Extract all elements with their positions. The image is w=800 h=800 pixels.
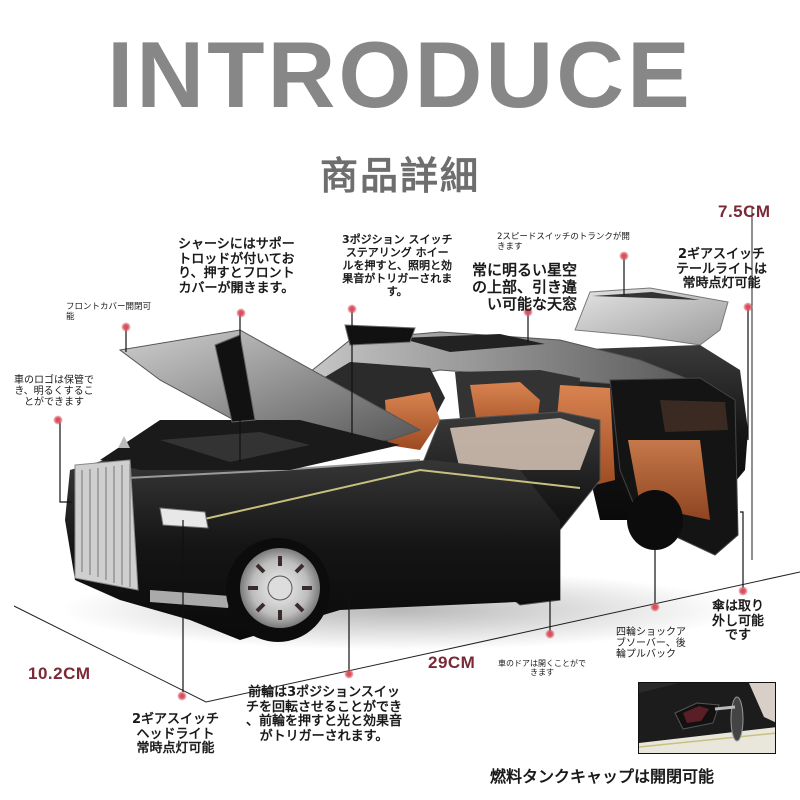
- callout-doors: 車のドアは開くことがで きます: [498, 659, 586, 677]
- dimension-height: 7.5CM: [718, 202, 771, 221]
- callout-dot-umbrella: [738, 586, 748, 596]
- callout-dot-trunk: [619, 251, 629, 261]
- callout-dot-front-wheel: [344, 669, 354, 679]
- callout-dot-steering: [347, 304, 357, 314]
- callout-dot-suspension: [650, 602, 660, 612]
- callout-headlight: 2ギアスイッチ ヘッドライト 常時点灯可能: [132, 712, 220, 757]
- callout-front-wheel: 前輪は3ポジションスイッ チを回転させることができ 、前輪を押すと光と効果音 が…: [246, 685, 403, 744]
- page-subtitle: 商品詳細: [319, 154, 480, 198]
- callout-dot-headlight: [177, 691, 187, 701]
- callout-umbrella: 傘は取り 外し可能 です: [712, 599, 765, 644]
- fuel-cap-inset-photo: [638, 682, 776, 754]
- leader-lines: [59, 258, 749, 692]
- callout-front-cover: フロントカバー開閉可 能: [66, 302, 152, 322]
- dimension-width: 10.2CM: [28, 664, 91, 683]
- callout-sunroof: 常に明るい星空 の上部、引き違 い可能な天窓: [472, 261, 578, 313]
- callout-taillight: 2ギアスイッチ テールライトは 常時点灯可能: [676, 247, 768, 292]
- callout-dot-logo: [53, 415, 63, 425]
- callout-dot-taillight: [743, 302, 753, 312]
- callout-dot-doors: [545, 629, 555, 639]
- dimension-length: 29CM: [428, 653, 476, 672]
- callout-suspension: 四輪ショックア ブソーバー、後 輪プルバック: [616, 627, 686, 661]
- callout-steering: 3ポジション スイッチ ステアリング ホイー ルを押すと、照明と効 果音がトリガ…: [342, 233, 453, 298]
- callout-trunk: 2スピードスイッチのトランクが開 きます: [497, 232, 630, 252]
- callout-chassis: シャーシにはサポー トロッドが付いてお り、押すとフロント カバーが開きます。: [178, 237, 295, 296]
- callout-dot-front-cover: [121, 322, 131, 332]
- callout-logo: 車のロゴは保管で き、明るくするこ とができます: [14, 375, 94, 409]
- callout-dot-chassis: [236, 308, 246, 318]
- page-title: INTRODUCE: [107, 22, 693, 127]
- callout-dot-sunroof: [523, 307, 533, 317]
- callout-fuel-cap: 燃料タンクキャップは開閉可能: [490, 767, 715, 786]
